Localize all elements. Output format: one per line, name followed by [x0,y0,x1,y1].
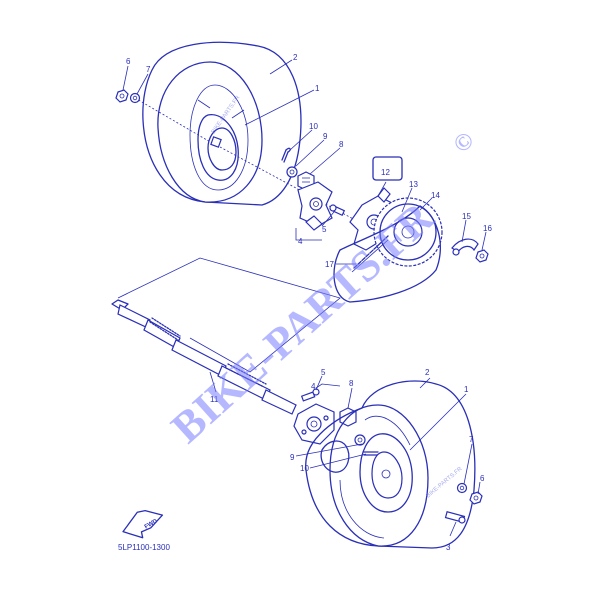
callout-17: 17 [325,260,334,269]
bolt-5-lower [300,388,320,402]
axis-line-upper-left [134,97,213,144]
callout-6-lower: 6 [480,474,485,483]
fwd-label: FWD [144,518,159,530]
callout-8-lower: 8 [349,379,354,388]
callout-12: 12 [381,168,390,177]
bolt-5-upper [329,204,346,217]
bracket-15 [451,238,479,256]
callout-2-lower: 2 [425,368,430,377]
upper-wheel-rim [207,127,237,171]
callout-6-upper: 6 [126,57,131,66]
valve-3 [444,511,466,524]
diagram-code: 5LP1100-1300 [118,543,170,552]
cotter-pin-10-lower [363,451,379,456]
lower-wheel-rim [359,433,413,513]
hub-4-upper [297,181,333,231]
washer-7-upper [129,92,141,104]
lower-tire [305,380,476,549]
fwd-arrow: FWD [122,509,164,539]
nut-6-lower [469,491,483,505]
callout-9-upper: 9 [323,132,328,141]
callout-16: 16 [483,224,492,233]
washer-9-upper [286,166,298,178]
chain-17 [351,235,389,273]
callout-13: 13 [409,180,418,189]
bracket-4-lower [315,383,341,389]
callout-1-upper: 1 [315,84,320,93]
callout-7-lower: 7 [469,435,474,444]
callout-15: 15 [462,212,471,221]
callout-3: 3 [446,543,451,552]
callout-1-lower: 1 [464,385,469,394]
washer-7-lower [456,482,468,494]
callout-8-upper: 8 [339,140,344,149]
leader-lines [122,59,487,537]
callout-labels: 6 7 2 1 10 9 8 12 13 14 15 16 5 4 17 11 … [126,53,492,552]
callout-10-lower: 10 [300,464,309,473]
callout-14: 14 [431,191,440,200]
cotter-pin-10-upper [281,147,291,163]
callout-5-upper: 5 [322,225,327,234]
axle-11 [111,257,341,415]
chain-cover [333,205,441,303]
axis-line-upper [219,146,371,229]
nut-6-upper [115,89,129,103]
bracket-4-upper [295,228,322,241]
hub-4-lower [293,403,335,445]
callout-2-upper: 2 [293,53,298,62]
nut-16 [475,249,489,263]
callout-7-upper: 7 [146,65,151,74]
callout-11: 11 [210,395,219,404]
callout-4-lower: 4 [311,382,316,391]
watermark-small-lower: BIKE-PARTS.FR [425,466,464,500]
callout-4-upper: 4 [298,237,303,246]
callout-9-lower: 9 [290,453,295,462]
watermark-copyright: © [449,127,480,158]
callout-12-highlight-box [372,156,403,181]
callout-5-lower: 5 [321,368,326,377]
sprocket-14 [373,197,443,267]
washer-9-lower [354,434,366,446]
callout-10-upper: 10 [309,122,318,131]
